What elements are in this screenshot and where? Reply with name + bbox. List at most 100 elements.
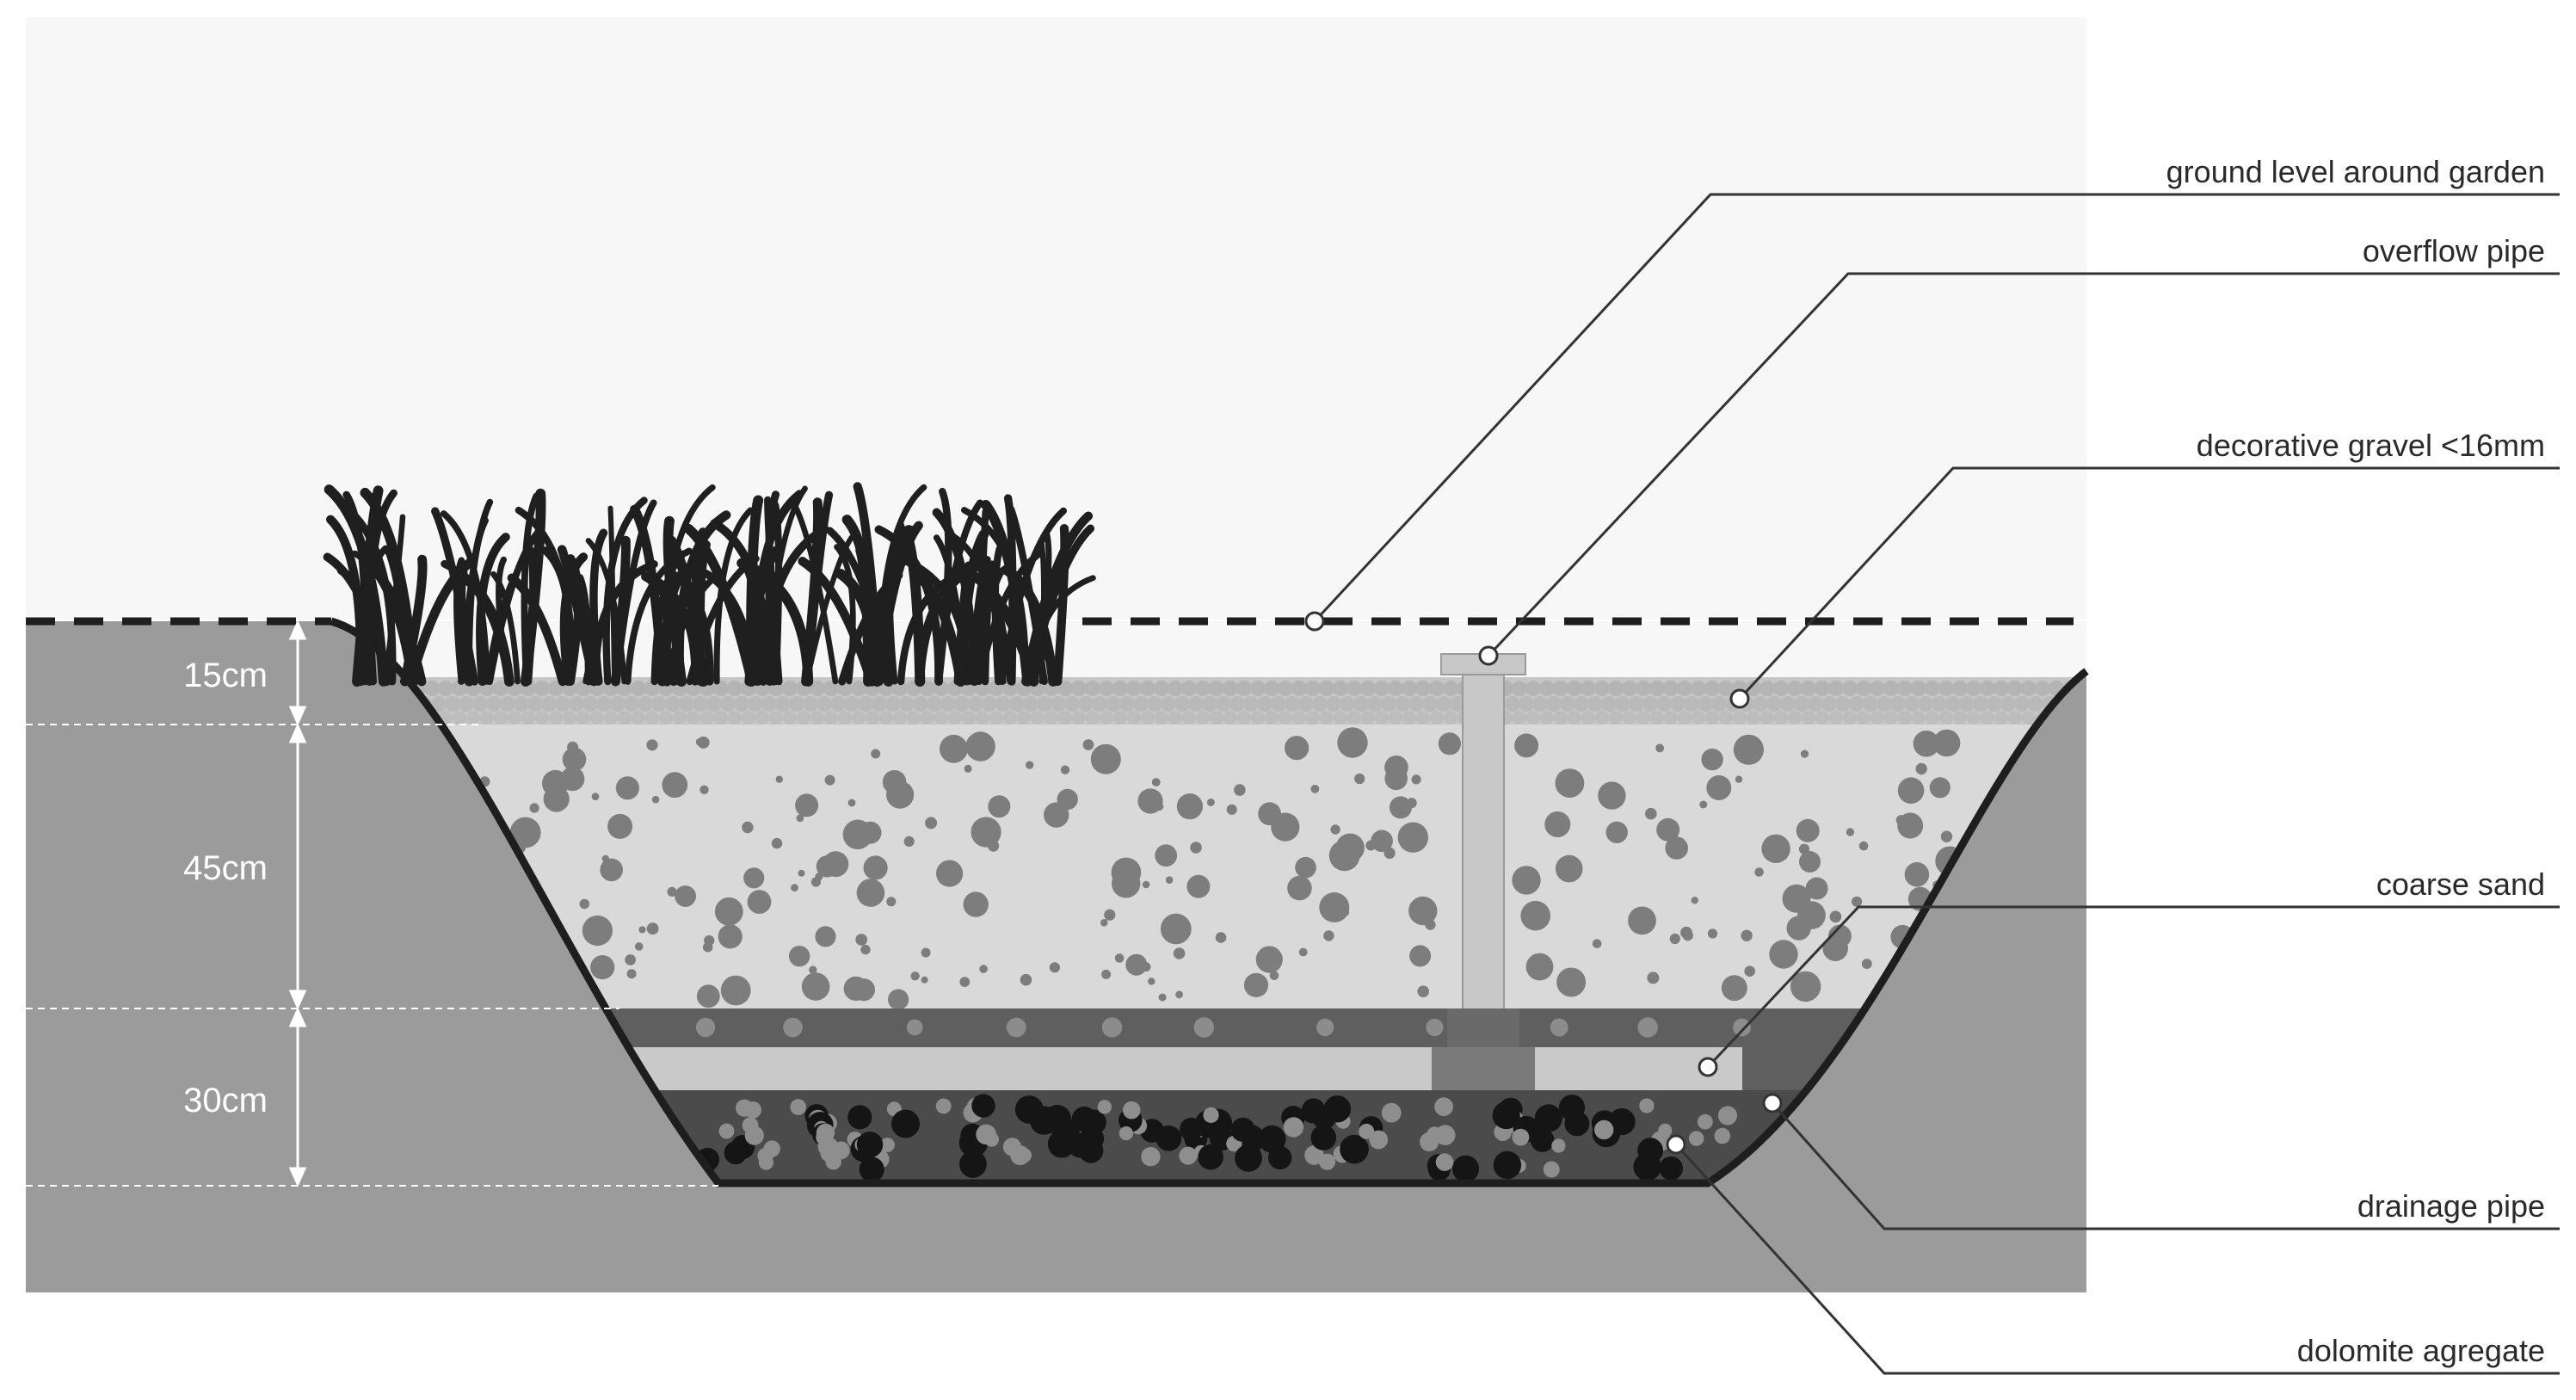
gravel-stone xyxy=(1733,711,1747,725)
gravel-stone xyxy=(1436,696,1451,712)
gravel-stone xyxy=(1622,681,1637,696)
gravel-stone xyxy=(1106,696,1121,712)
gravel-stone xyxy=(1670,696,1685,712)
gravel-stone xyxy=(1705,711,1719,725)
sand-stone xyxy=(824,774,835,786)
sand-stone xyxy=(1215,932,1227,943)
sand-stone xyxy=(1137,788,1163,814)
gravel-stone xyxy=(921,711,934,725)
gravel-stone xyxy=(782,681,798,696)
sand-stone xyxy=(964,764,972,773)
dolomite-stones xyxy=(695,1094,1738,1182)
gravel-stone xyxy=(1444,711,1457,725)
grass-blade xyxy=(932,508,979,687)
gravel-stone xyxy=(1216,696,1231,712)
sand-stone xyxy=(810,877,822,887)
gravel-stone xyxy=(576,711,590,725)
sand-stone xyxy=(634,942,644,951)
gravel-stone xyxy=(1753,696,1768,712)
gravel-stone xyxy=(1912,711,1926,725)
gravel-stone xyxy=(1719,711,1733,725)
sand-stone xyxy=(1846,828,1855,836)
sand-stone xyxy=(1411,774,1421,785)
band-stone xyxy=(906,1019,923,1036)
grass-blade xyxy=(515,506,576,686)
sand-stone xyxy=(1389,796,1412,819)
sand-stone xyxy=(1940,830,1953,842)
gravel-stone xyxy=(604,711,618,725)
gravel-stone xyxy=(830,696,846,712)
overflow-pipe-base xyxy=(1447,1008,1519,1048)
gravel-stone xyxy=(706,696,722,712)
gravel-stone xyxy=(989,711,1003,725)
sand-stone xyxy=(815,926,836,947)
sand-stone xyxy=(788,946,810,967)
gravel-stone xyxy=(1078,696,1094,712)
dolomite-stone xyxy=(891,1109,920,1138)
gravel-stone xyxy=(1663,681,1679,696)
basin-outline xyxy=(330,617,2089,1187)
gravel-stone xyxy=(1243,696,1259,712)
sand-stone xyxy=(1020,973,1032,986)
gravel-stone xyxy=(1601,696,1617,712)
gravel-stone xyxy=(1890,696,1906,712)
gravel-stone xyxy=(549,711,563,725)
sand-stone xyxy=(1796,818,1820,842)
sand-stone xyxy=(1206,799,1215,806)
gravel-stone xyxy=(1677,681,1692,696)
gravel-stone xyxy=(1223,711,1237,725)
gravel-stone xyxy=(1443,681,1458,696)
gravel-stone xyxy=(940,696,956,712)
sand-stone xyxy=(1371,830,1393,853)
marker-decorative-gravel xyxy=(1729,688,1750,709)
dolomite-stone xyxy=(1318,1153,1336,1170)
sand-stone xyxy=(1656,817,1680,842)
gravel-stone xyxy=(1009,696,1025,712)
sand-stone xyxy=(1148,978,1156,985)
dolomite-stone xyxy=(1493,1150,1522,1180)
dolomite-stone xyxy=(1534,1104,1562,1132)
gravel-stone xyxy=(1099,681,1114,696)
gravel-stone xyxy=(1319,681,1334,696)
grass-blade xyxy=(1029,575,1096,685)
gravel-stone xyxy=(1615,696,1630,712)
gravel-stone xyxy=(1154,681,1169,696)
gravel-stone xyxy=(824,711,838,725)
sand-stone xyxy=(796,814,804,823)
gravel-stone xyxy=(1389,711,1402,725)
sand-stone xyxy=(859,821,882,844)
dolomite-stone xyxy=(1381,1102,1402,1123)
sand-stone xyxy=(1913,731,1940,757)
sand-stone xyxy=(1598,781,1626,810)
sand-stone xyxy=(871,749,881,759)
gravel-stone xyxy=(1086,711,1100,725)
sand-stone xyxy=(1173,947,1186,959)
gravel-stone xyxy=(514,696,529,712)
gravel-stone xyxy=(1774,711,1788,725)
gravel-stone xyxy=(1395,696,1410,712)
grass-blade xyxy=(476,533,510,686)
grass-blade xyxy=(630,504,668,687)
gravel-stone xyxy=(1718,681,1734,696)
gravel-stone xyxy=(810,681,825,696)
sand-stone xyxy=(1512,866,1541,895)
gravel-stone xyxy=(1553,681,1568,696)
dolomite-stone xyxy=(1492,1101,1520,1130)
dolomite-stone xyxy=(718,1123,735,1139)
label-coarse-sand: coarse sand xyxy=(2376,867,2545,902)
gravel-stone xyxy=(472,696,488,712)
dimension-label-15cm: 15cm xyxy=(183,657,268,694)
gravel-stone xyxy=(693,696,708,712)
dolomite-stone xyxy=(1235,1144,1262,1172)
dolomite-stone xyxy=(1594,1119,1614,1140)
leader-ground-level xyxy=(1313,193,2560,623)
gravel-stone xyxy=(913,696,928,712)
gravel-stone xyxy=(452,681,467,696)
sand-stone xyxy=(1556,967,1587,997)
gravel-stone xyxy=(810,711,824,725)
gravel-stone xyxy=(1285,696,1300,712)
gravel-stone xyxy=(1808,696,1823,712)
dolomite-stone xyxy=(1512,1128,1530,1146)
gravel-stone xyxy=(1849,696,1864,712)
sand-stone xyxy=(1285,736,1310,761)
